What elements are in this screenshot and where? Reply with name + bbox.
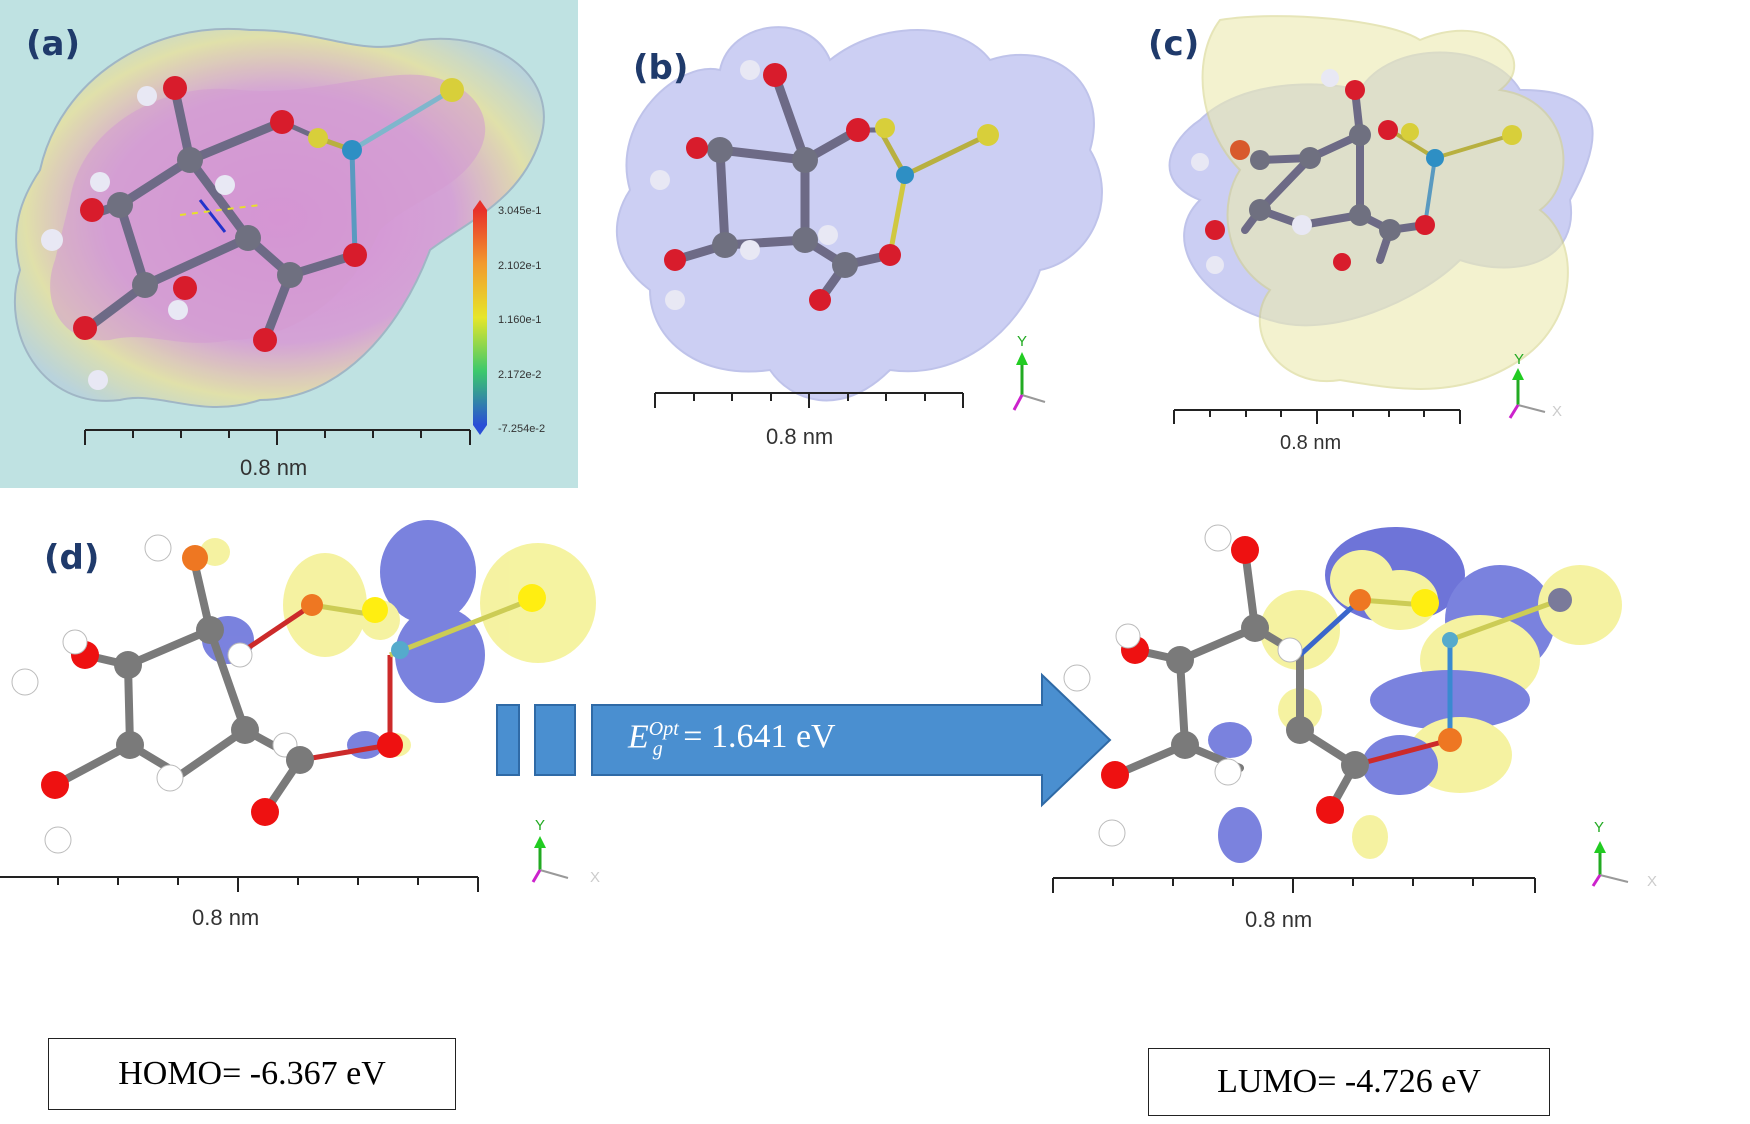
axis-x-label-d-left: X [590, 869, 600, 886]
surface-view-b: Y [615, 26, 1103, 411]
colorbar-tick-5: -7.254e-2 [498, 423, 545, 435]
axis-y-label-d-right: Y [1594, 819, 1604, 836]
panel-b: Y (b) 0.8 nm [590, 0, 1150, 490]
lumo-energy-box: LUMO= -4.726 eV [1148, 1048, 1550, 1116]
axis-triad-b: Y [1012, 333, 1046, 411]
surface-view-c: Y X [1168, 15, 1594, 424]
panel-c-label: (c) [1148, 24, 1200, 64]
energy-gap-arrow [496, 672, 1112, 808]
lumo-atoms [1063, 524, 1572, 847]
panel-d-label: (d) [44, 538, 100, 578]
lumo-orbital-lobes [1208, 527, 1622, 863]
homo-lumo-view: Y X [0, 520, 1657, 893]
homo-energy-box: HOMO= -6.367 eV [48, 1038, 456, 1110]
axis-y-label-d-left: Y [535, 817, 545, 834]
surface-c-positive [1201, 15, 1569, 390]
panel-c-scale-label: 0.8 nm [1280, 432, 1342, 454]
colorbar-bottom-cap [473, 425, 487, 435]
colorbar-top-cap [473, 200, 487, 210]
axis-x-label-d-right: X [1647, 873, 1657, 890]
axis-triad-d-left: Y X [531, 817, 600, 886]
panel-b-scale-label: 0.8 nm [766, 424, 834, 449]
panel-d-left-scale-label: 0.8 nm [192, 905, 260, 930]
axis-y-label-b: Y [1017, 333, 1027, 350]
energy-gap-label: EOptg = 1.641 eV [628, 718, 836, 761]
scale-bar-c [1173, 409, 1461, 424]
panel-d: Y X [0, 500, 1750, 1119]
atoms-b [650, 60, 999, 311]
homo-metal-bonds [243, 597, 531, 763]
colorbar-tick-4: 2.172e-2 [498, 369, 541, 381]
axis-y-label-c: Y [1514, 351, 1524, 368]
panel-a-label: (a) [26, 24, 81, 64]
colorbar [473, 210, 487, 425]
dipole-arrow [198, 199, 227, 233]
panel-d-right-scale-label: 0.8 nm [1245, 907, 1313, 932]
dipole-axis [179, 204, 261, 216]
colorbar-tick-1: 3.045e-1 [498, 205, 541, 217]
atoms-c [1191, 69, 1522, 274]
gap-superscript: Opt [648, 718, 679, 740]
scale-bar-a [84, 429, 471, 445]
axis-triad-d-right: Y X [1591, 819, 1657, 890]
panel-c: Y X (c) 0.8 nm [1148, 0, 1750, 490]
scale-bar-d-left [0, 876, 479, 892]
colorbar-tick-2: 2.102e-1 [498, 260, 541, 272]
gap-subscript: g [652, 738, 663, 761]
gap-symbol: E [628, 718, 649, 756]
vdw-surface-b [615, 26, 1103, 402]
atoms-a [41, 76, 464, 390]
panel-a-scale-label: 0.8 nm [240, 455, 308, 480]
colorbar-tick-3: 1.160e-1 [498, 314, 541, 326]
panel-a: 3.045e-1 2.102e-1 1.160e-1 2.172e-2 -7.2… [0, 0, 578, 488]
scale-bar-b [654, 392, 964, 408]
scale-bar-d-right [1052, 877, 1536, 893]
esp-map: 3.045e-1 2.102e-1 1.160e-1 2.172e-2 -7.2… [0, 0, 578, 488]
panel-b-label: (b) [633, 48, 689, 88]
gap-value: = 1.641 eV [683, 718, 836, 756]
homo-atoms [11, 534, 546, 854]
axis-x-label-c: X [1552, 403, 1562, 420]
axis-triad-c: Y X [1508, 351, 1562, 420]
